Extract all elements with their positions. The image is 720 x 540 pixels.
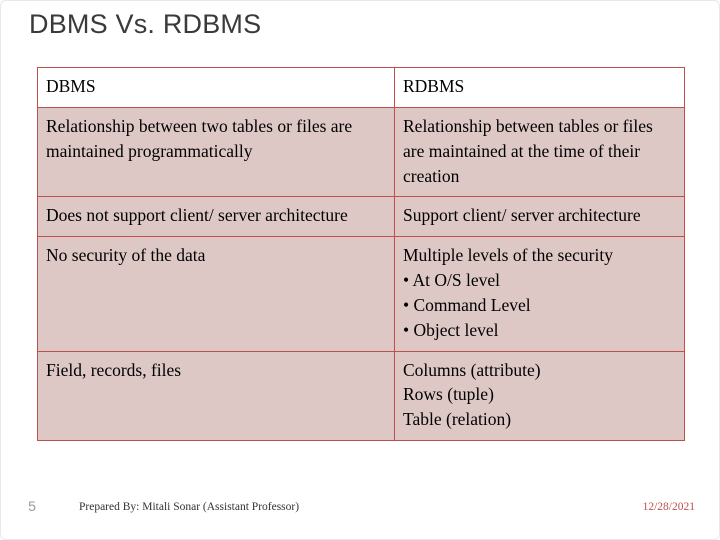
cell-line: Field, records, files — [46, 359, 182, 380]
cell-line: Table (relation) — [403, 409, 512, 430]
cell-line: Relationship between tables or files are… — [403, 115, 653, 186]
table-row: Field, records, files Columns (attribute… — [37, 350, 685, 442]
cell-line: Columns (attribute) — [403, 359, 541, 380]
comparison-table: DBMS RDBMS Relationship between two tabl… — [37, 67, 685, 442]
page-title: DBMS Vs. RDBMS — [29, 9, 262, 39]
cell-line: • Object level — [403, 319, 499, 340]
column-header-rdbms: RDBMS — [394, 67, 685, 108]
cell-line: Multiple levels of the security — [403, 245, 613, 266]
cell-line: Does not support client/ server architec… — [46, 205, 348, 226]
cell-line: • At O/S level — [403, 270, 501, 291]
slide-number: 5 — [28, 498, 36, 514]
cell-dbms-relationship: Relationship between two tables or files… — [37, 106, 395, 198]
cell-line: Rows (tuple) — [403, 384, 494, 405]
table-header-row: DBMS RDBMS — [37, 67, 685, 108]
cell-line: Support client/ server architecture — [403, 205, 641, 226]
cell-rdbms-clientserver: Support client/ server architecture — [394, 196, 685, 238]
table-row: Relationship between two tables or files… — [37, 106, 685, 198]
footer-prepared-by: Prepared By: Mitali Sonar (Assistant Pro… — [79, 501, 300, 513]
cell-dbms-clientserver: Does not support client/ server architec… — [37, 196, 395, 238]
cell-line: Relationship between two tables or files… — [46, 115, 353, 161]
cell-line: • Command Level — [403, 294, 531, 315]
table-row: No security of the data Multiple levels … — [37, 236, 685, 352]
cell-dbms-terminology: Field, records, files — [37, 350, 395, 442]
cell-dbms-security: No security of the data — [37, 236, 395, 352]
column-header-dbms: DBMS — [37, 67, 395, 108]
cell-rdbms-security: Multiple levels of the security • At O/S… — [394, 236, 685, 352]
cell-rdbms-relationship: Relationship between tables or files are… — [394, 106, 685, 198]
table-row: Does not support client/ server architec… — [37, 196, 685, 238]
footer-date: 12/28/2021 — [642, 501, 695, 513]
cell-line: No security of the data — [46, 245, 206, 266]
cell-rdbms-terminology: Columns (attribute) Rows (tuple) Table (… — [394, 350, 685, 442]
